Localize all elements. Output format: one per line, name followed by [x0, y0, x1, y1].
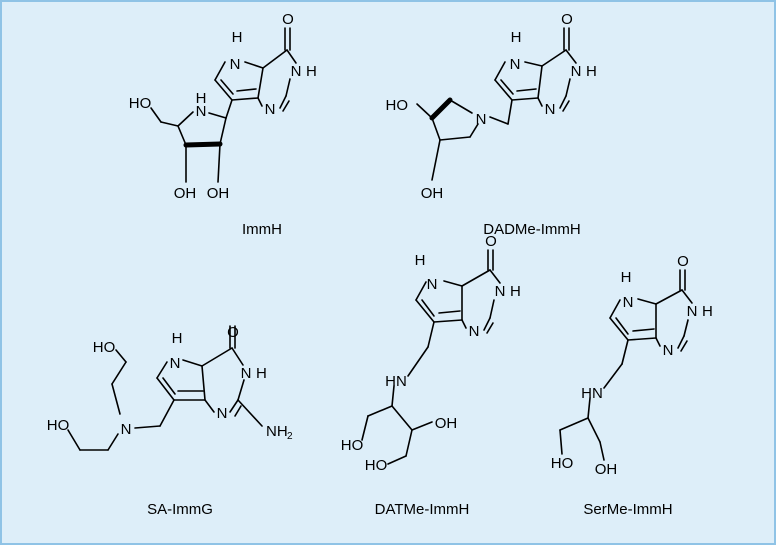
atom-n: N — [687, 303, 698, 320]
molecule-immh: O H N N H N N H HO OH OH ImmH — [129, 11, 317, 238]
atom-ho: HO — [551, 455, 574, 472]
atom-ho: HO — [365, 457, 388, 474]
atom-n: N — [241, 365, 252, 382]
atom-n: N — [469, 323, 480, 340]
atom-n: N — [196, 103, 207, 120]
atom-h: H — [586, 63, 597, 80]
molecule-name: ImmH — [242, 221, 282, 238]
atom-n: N — [495, 283, 506, 300]
atom-h: H — [172, 330, 183, 347]
atom-n: N — [217, 405, 228, 422]
atom-h: H — [256, 365, 267, 382]
molecule-datme-immh: O H N N H N HN OH HO HO DATMe-ImmH — [341, 233, 521, 518]
atom-hn: HN — [581, 385, 603, 402]
atom-h: H — [232, 29, 243, 46]
atom-n: N — [545, 101, 556, 118]
atom-o: O — [561, 11, 573, 28]
molecule-name: DADMe-ImmH — [483, 221, 581, 238]
atom-ho: HO — [93, 339, 116, 356]
atom-h: H — [510, 283, 521, 300]
atom-h: H — [702, 303, 713, 320]
atom-h: H — [196, 90, 207, 107]
atom-oh: OH — [174, 185, 197, 202]
atom-o: O — [677, 253, 689, 270]
molecule-name: SA-ImmG — [147, 501, 213, 518]
atom-o: O — [282, 11, 294, 28]
molecule-name: DATMe-ImmH — [375, 501, 470, 518]
atom-n: N — [170, 355, 181, 372]
atom-h: H — [306, 63, 317, 80]
atom-n: N — [265, 101, 276, 118]
atom-subscript: 2 — [287, 431, 293, 442]
atom-n: N — [476, 111, 487, 128]
atom-n: N — [663, 342, 674, 359]
atom-n: N — [623, 294, 634, 311]
atom-ho: HO — [47, 417, 70, 434]
atom-n: N — [510, 56, 521, 73]
atom-oh: OH — [435, 415, 458, 432]
molecule-sa-immg: O H N N H N NH 2 N HO HO SA-ImmG — [47, 324, 293, 518]
atom-n: N — [230, 56, 241, 73]
atom-oh: OH — [421, 185, 444, 202]
molecule-dadme-immh: O H N N H N N HO OH DADMe-ImmH — [386, 11, 597, 238]
atom-h: H — [415, 252, 426, 269]
atom-n: N — [291, 63, 302, 80]
atom-oh: OH — [207, 185, 230, 202]
atom-ho: HO — [341, 437, 364, 454]
atom-h: H — [621, 269, 632, 286]
atom-h: H — [511, 29, 522, 46]
atom-o: O — [227, 324, 239, 341]
atom-hn: HN — [385, 373, 407, 390]
atom-n: N — [571, 63, 582, 80]
atom-n: N — [427, 276, 438, 293]
atom-o: O — [485, 233, 497, 250]
molecule-name: SerMe-ImmH — [583, 501, 672, 518]
atom-nh2: NH — [266, 423, 288, 440]
molecule-serme-immh: O H N N H N HN HO OH SerMe-ImmH — [551, 253, 713, 518]
atom-n: N — [121, 421, 132, 438]
atom-ho: HO — [386, 97, 409, 114]
atom-oh: OH — [595, 461, 618, 478]
atom-ho: HO — [129, 95, 152, 112]
